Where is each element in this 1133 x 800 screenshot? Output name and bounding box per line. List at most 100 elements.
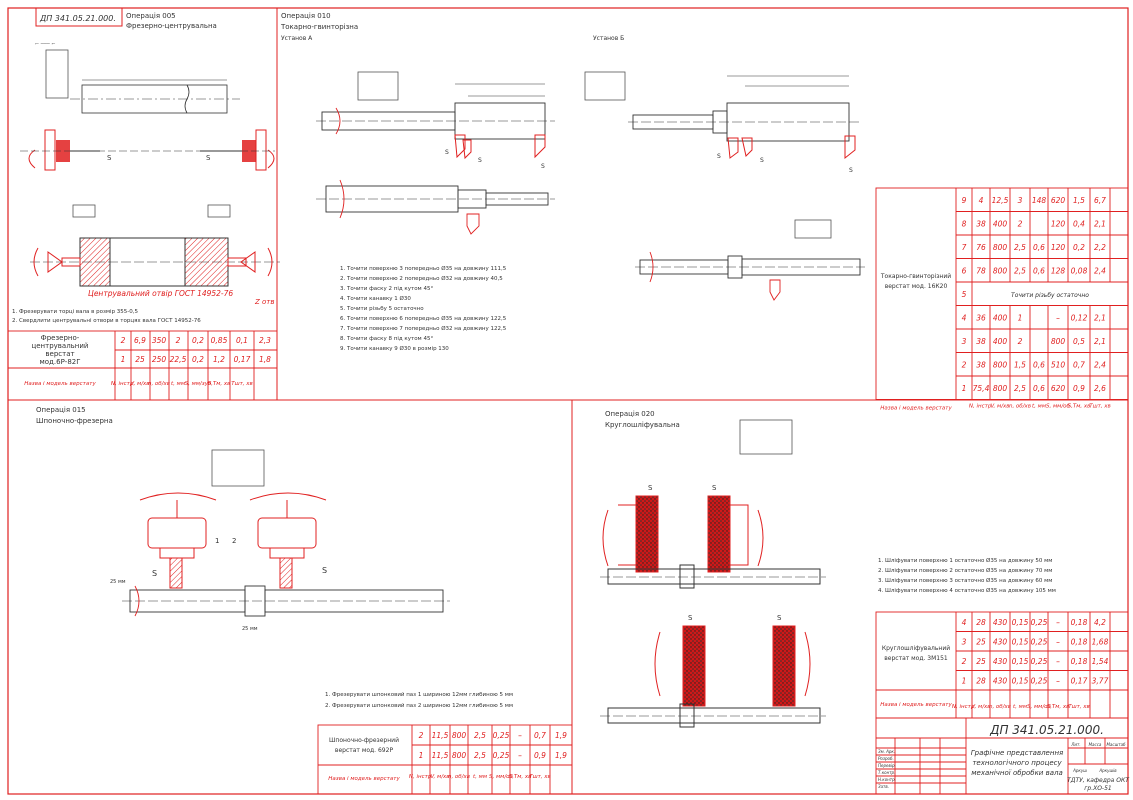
table-cell: 430 xyxy=(993,676,1008,685)
op1-machine-4: мод.6Р-82Г xyxy=(39,358,80,366)
op2-step-2: 2. Точити поверхню 2 попередньо Ø32 на д… xyxy=(340,275,503,282)
svg-text:2: 2 xyxy=(232,537,236,545)
table-header-cell: S,Тм, хв xyxy=(1047,704,1070,710)
table-cell: 620 xyxy=(1051,196,1066,205)
table-cell: 3 xyxy=(962,637,967,646)
table-cell: 38 xyxy=(976,360,986,369)
table-cell: 6,9 xyxy=(134,336,146,345)
table-header-cell: n, об/хв xyxy=(148,381,170,387)
stamp-row-2: Розроб. xyxy=(878,756,894,761)
table-cell: 0,25 xyxy=(1031,618,1048,627)
title-block xyxy=(875,717,1129,795)
stamp-row-6: Затв. xyxy=(878,784,889,789)
table-cell: 2 xyxy=(121,336,126,345)
svg-text:S: S xyxy=(777,614,782,622)
table-cell: 2 xyxy=(962,657,967,666)
op3-machine-1: Шпоночно-фрезерний xyxy=(329,737,399,744)
table-cell: 1,8 xyxy=(259,355,271,364)
table-cell: 0,85 xyxy=(211,336,228,345)
table-header-cell: Тшт, хв xyxy=(1089,404,1111,410)
drawing-title-2: технологічного процесу xyxy=(972,759,1062,767)
table-cell: 1,5 xyxy=(1073,196,1085,205)
org-line-2: гр.ХО-51 xyxy=(1084,785,1112,792)
table-header-cell: V, м/хв xyxy=(130,381,149,387)
table-cell: 2 xyxy=(176,336,181,345)
stamp-row-4: Т.контр. xyxy=(878,770,895,775)
table-cell: 0,4 xyxy=(1073,219,1085,228)
op4-name: Круглошліфувальна xyxy=(605,421,680,429)
table-header-cell: n, об/хв xyxy=(1009,404,1031,410)
table-cell: 2,1 xyxy=(1094,313,1106,322)
table-cell: 800 xyxy=(993,266,1008,275)
stamp-row-3: Перевір. xyxy=(878,763,896,768)
table-cell: 0,6 xyxy=(1033,243,1045,252)
table-cell: 2,3 xyxy=(259,336,271,345)
table-cell: 0,18 xyxy=(1071,637,1088,646)
op1-machine-2: центрувальний xyxy=(31,342,88,350)
op1-name: Фрезерно-центрувальна xyxy=(126,22,217,30)
table-header-cell: N, інстр. xyxy=(409,774,433,780)
table-cell: 0,6 xyxy=(1033,384,1045,393)
table-cell: 4 xyxy=(962,313,967,322)
op3-machine: Шпоночно-фрезерний верстат мод. 692Р xyxy=(329,737,399,754)
table-cell: 128 xyxy=(1051,266,1066,275)
table-cell: 25 xyxy=(976,637,986,646)
table-cell: 350 xyxy=(152,336,167,345)
table-cell: 36 xyxy=(976,313,986,322)
svg-text:1: 1 xyxy=(215,537,219,545)
op2-machine-2: верстат мод. 16К20 xyxy=(885,283,948,290)
svg-text:S: S xyxy=(717,153,721,160)
stamp-row-5: Н.контр. xyxy=(878,777,896,782)
op3-step-2: 2. Фрезерувати шпонковий паз 2 шириною 1… xyxy=(325,702,513,709)
table-cell: 1,9 xyxy=(555,731,567,740)
table-cell: 0,7 xyxy=(534,731,546,740)
table-cell: 0,17 xyxy=(234,355,251,364)
op2-step-8: 8. Точити фаску 8 під кутом 45° xyxy=(340,336,433,342)
table-cell: 2,5 xyxy=(1014,243,1026,252)
table-header-cell: t, мм xyxy=(171,381,185,387)
table-cell: 0,25 xyxy=(1031,657,1048,666)
op3-label: Операція 015 xyxy=(36,406,86,414)
op2-section: Операція 010 Токарно-гвинторізна Установ… xyxy=(280,12,865,352)
table-header-cell: V, м/хв xyxy=(430,774,449,780)
op3-table xyxy=(317,724,573,795)
op2-step-1: 1. Точити поверхню 3 попередньо Ø35 на д… xyxy=(340,265,507,272)
table-cell: 9 xyxy=(962,196,967,205)
op2-install-b: Установ Б xyxy=(593,35,624,42)
op3-section: Операція 015 Шпоночно-фрезерна S S 1 2 2… xyxy=(36,406,513,709)
table-cell: 4 xyxy=(962,618,967,627)
table-cell: 4 xyxy=(979,196,984,205)
op4-machine-2: верстат мод. 3М151 xyxy=(884,655,948,662)
table-cell: 0,9 xyxy=(534,751,546,760)
table-cell: – xyxy=(518,731,522,740)
op3-name: Шпоночно-фрезерна xyxy=(36,417,113,425)
svg-text:S: S xyxy=(322,566,327,575)
table-header-cell: S, мм/об xyxy=(1046,404,1071,410)
table-cell: 75,4 xyxy=(973,384,990,393)
op2-lower-shaft xyxy=(316,179,555,235)
svg-text:S: S xyxy=(648,484,653,492)
op3-shaft xyxy=(122,585,450,617)
table-cell: 3,77 xyxy=(1092,676,1109,685)
table-header-cell: S,Тм, хв xyxy=(1068,404,1091,410)
op1-machine-1: Фрезерно- xyxy=(41,334,80,342)
op2-install-b-tools xyxy=(727,135,856,160)
table-cell: 400 xyxy=(993,337,1008,346)
op4-grinding-lower xyxy=(600,625,826,728)
svg-text:S: S xyxy=(107,154,112,162)
op1-label: Операція 005 xyxy=(126,12,176,20)
op4-label: Операція 020 xyxy=(605,410,655,418)
table-header-cell: S, мм/зуб xyxy=(185,381,212,387)
table-cell: 2,5 xyxy=(474,751,486,760)
op4-step-2: 2. Шліфувати поверхню 2 остаточно Ø35 на… xyxy=(878,567,1052,574)
stamp-lit: Лит. xyxy=(1070,742,1080,747)
table-header-cell: Назва і модель верстату xyxy=(880,702,952,708)
table-cell: 1,2 xyxy=(213,355,225,364)
table-cell: 120 xyxy=(1051,243,1066,252)
op4-step-3: 3. Шліфувати поверхню 3 остаточно Ø35 на… xyxy=(878,577,1052,584)
table-cell: 0,08 xyxy=(1071,266,1088,275)
drawing-title-1: Графічне представлення xyxy=(971,749,1063,757)
svg-text:S: S xyxy=(152,569,157,578)
